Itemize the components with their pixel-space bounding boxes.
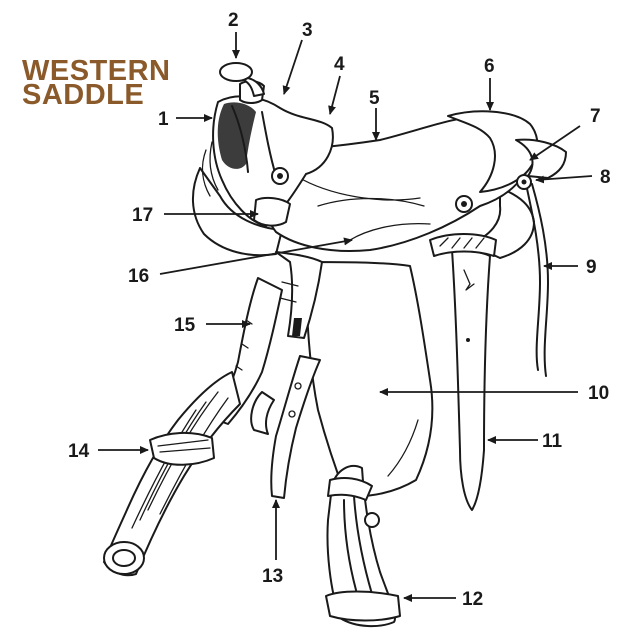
callout-10: 10 [588, 383, 609, 404]
front-cinch-strap [275, 251, 323, 339]
diagram-title-line1: WESTERN [22, 55, 171, 87]
callout-1: 1 [158, 109, 169, 130]
callout-14: 14 [68, 441, 90, 462]
callout-arrows [98, 32, 593, 602]
saddle-illustration [103, 62, 567, 628]
right-stirrup [325, 465, 401, 628]
callout-5: 5 [369, 88, 380, 109]
callout-2: 2 [228, 10, 239, 31]
callout-13: 13 [262, 566, 283, 587]
callout-7: 7 [590, 106, 601, 127]
latigo-strap [451, 249, 491, 511]
callout-12: 12 [462, 589, 483, 610]
callout-9: 9 [586, 257, 597, 278]
callout-numbers: 1 2 3 4 5 6 7 8 9 10 11 12 13 14 15 16 1… [68, 10, 611, 610]
callout-6: 6 [484, 56, 495, 77]
callout-16: 16 [128, 266, 149, 287]
stirrup-leather-strap [270, 355, 321, 499]
callout-8: 8 [600, 167, 611, 188]
pommel-tooling [217, 102, 256, 169]
diagram-title-line2: SADDLE [22, 79, 144, 111]
callout-15: 15 [174, 315, 196, 336]
saddle-skirt-left [191, 167, 283, 257]
rear-saddle-string [525, 183, 541, 371]
left-stirrup [103, 371, 241, 577]
fender [305, 261, 434, 498]
callout-17: 17 [132, 205, 153, 226]
callout-11: 11 [542, 431, 563, 452]
callout-4: 4 [334, 54, 345, 75]
callout-3: 3 [302, 20, 313, 41]
horn-cap [219, 62, 253, 82]
cantle [447, 110, 539, 193]
front-rigging-dee [253, 196, 291, 227]
